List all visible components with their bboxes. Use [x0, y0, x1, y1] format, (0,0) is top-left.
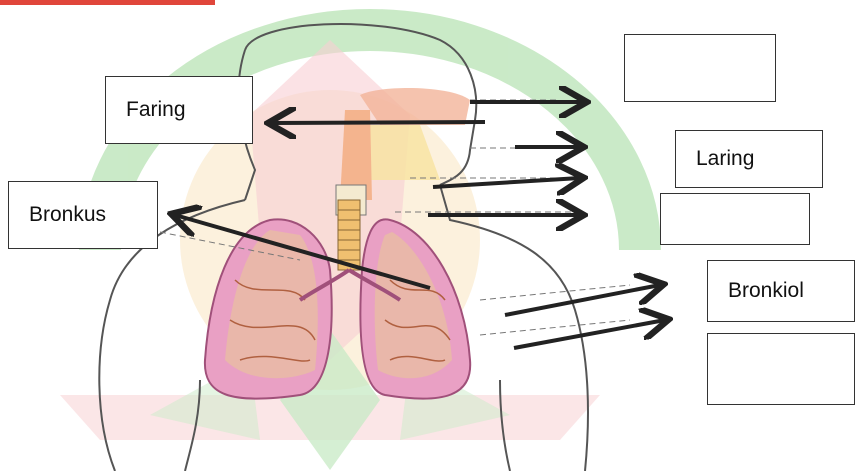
empty-label-box-1[interactable] [624, 34, 776, 102]
empty-label-box-2[interactable] [660, 193, 810, 245]
label-laring: Laring [675, 130, 823, 188]
trachea [338, 200, 360, 270]
label-faring: Faring [105, 76, 253, 144]
empty-label-box-3[interactable] [707, 333, 855, 405]
label-bronkus: Bronkus [8, 181, 158, 249]
label-laring-text: Laring [676, 147, 754, 171]
arrow-to-faring [272, 122, 485, 123]
label-bronkus-text: Bronkus [9, 203, 106, 227]
label-faring-text: Faring [106, 98, 186, 122]
label-bronkiol: Bronkiol [707, 260, 855, 322]
label-bronkiol-text: Bronkiol [708, 279, 804, 303]
header-underline [0, 0, 215, 5]
